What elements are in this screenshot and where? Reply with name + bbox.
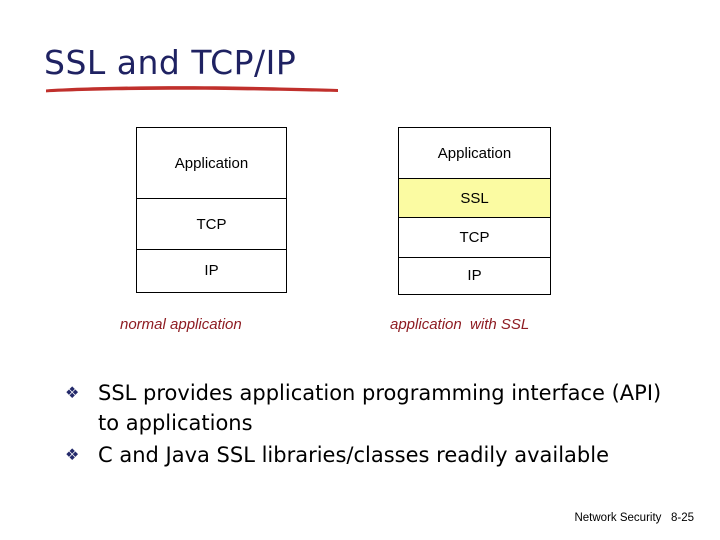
protocol-stack-with-ssl: Application SSL TCP IP xyxy=(398,127,551,295)
slide-footer: Network Security 8-25 xyxy=(574,512,694,524)
caption-application-with-ssl: application with SSL xyxy=(390,316,530,333)
page-title: SSL and TCP/IP xyxy=(44,43,297,82)
stack-layer-ip: IP xyxy=(137,249,286,291)
caption-normal-application: normal application xyxy=(120,316,242,333)
list-item: ❖ SSL provides application programming i… xyxy=(60,378,680,438)
list-item-text: SSL provides application programming int… xyxy=(98,381,662,435)
stack-layer-tcp: TCP xyxy=(399,217,550,257)
stack-layer-application: Application xyxy=(399,128,550,178)
list-item-text: C and Java SSL libraries/classes readily… xyxy=(98,443,610,467)
stack-layer-ip: IP xyxy=(399,257,550,293)
stack-layer-application: Application xyxy=(137,128,286,198)
stack-layer-tcp: TCP xyxy=(137,198,286,249)
diamond-bullet-icon: ❖ xyxy=(65,445,80,464)
list-item: ❖ C and Java SSL libraries/classes readi… xyxy=(60,440,680,470)
title-underline-decoration xyxy=(46,86,338,93)
protocol-stack-normal: Application TCP IP xyxy=(136,127,287,293)
stack-layer-ssl: SSL xyxy=(399,178,550,217)
diamond-bullet-icon: ❖ xyxy=(65,383,80,402)
bullet-list: ❖ SSL provides application programming i… xyxy=(60,378,680,472)
